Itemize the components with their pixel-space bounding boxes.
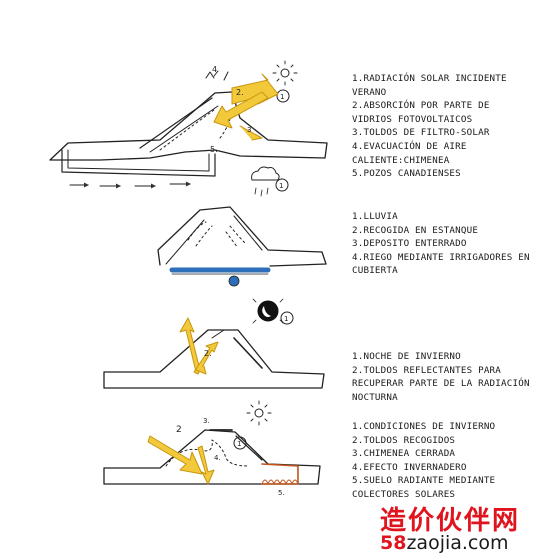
rain-label-1: 1 (279, 182, 283, 190)
summer-label-4: 4 (212, 65, 217, 74)
day-label-5: 5. (278, 489, 285, 497)
sun-icon (272, 60, 298, 86)
day-label-1: 1 (237, 440, 241, 448)
legend-line: 3.DEPOSITO ENTERRADO (352, 238, 467, 250)
legend-line: CUBIERTA (352, 265, 398, 277)
legend-line: CALIENTE:CHIMENEA (352, 154, 450, 166)
legend-line: 3.TOLDOS DE FILTRO-SOLAR (352, 127, 490, 139)
legend-line: 3.CHIMENEA CERRADA (352, 448, 456, 460)
legend-line: 1.LLUVIA (352, 211, 398, 222)
legend-summer: 1.RADIACIÓN SOLAR INCIDENTE VERANO 2.ABS… (352, 72, 507, 181)
legend-line: 2.ABSORCIÓN POR PARTE DE (352, 100, 490, 112)
summer-label-1: 1 (280, 93, 284, 101)
summer-label-5: 5. (210, 145, 218, 154)
panel-summer-sketch (49, 60, 328, 189)
moon-icon (252, 298, 284, 324)
legend-line: COLECTORES SOLARES (352, 488, 456, 500)
night-label-2: 2. (204, 349, 212, 358)
watermark-url-rest: zaojia.com (406, 532, 509, 554)
day-label-4: 4. (214, 454, 221, 462)
legend-rain: 1.LLUVIA 2.RECOGIDA EN ESTANQUE 3.DEPOSI… (352, 210, 530, 278)
legend-line: 2.TOLDOS REFLECTANTES PARA (352, 364, 502, 376)
panel-winter-day-sketch (103, 400, 321, 485)
panel-rain-sketch (157, 166, 327, 287)
legend-line: RECUPERAR PARTE DE LA RADIACIÓN (352, 378, 530, 390)
watermark-url: 58zaojia.com (380, 532, 509, 554)
legend-line: NOCTURNA (352, 391, 398, 403)
legend-line: VIDRIOS FOTOVOLTAICOS (352, 113, 473, 125)
legend-line: VERANO (352, 86, 387, 98)
night-label-1: 1 (284, 315, 288, 323)
sun-icon (246, 400, 272, 426)
legend-line: 4.EFECTO INVERNADERO (352, 461, 467, 473)
legend-line: 5.SUELO RADIANTE MEDIANTE (352, 475, 496, 487)
watermark-url-number: 58 (380, 532, 407, 554)
panel-winter-night-sketch (103, 298, 325, 389)
legend-line: 4.RIEGO MEDIANTE IRRIGADORES EN (352, 251, 530, 263)
legend-line: 1.RADIACIÓN SOLAR INCIDENTE (352, 73, 507, 84)
watermark-chinese: 造价伙伴网 (380, 506, 521, 536)
legend-line: 2.TOLDOS RECOGIDOS (352, 434, 456, 446)
summer-label-3: 3 (247, 126, 251, 134)
legend-line: 5.POZOS CANADIENSES (352, 168, 461, 180)
summer-label-2: 2. (236, 88, 244, 97)
legend-line: 1.CONDICIONES DE INVIERNO (352, 421, 496, 432)
day-label-3: 3. (203, 417, 210, 425)
legend-winter-night: 1.NOCHE DE INVIERNO 2.TOLDOS REFLECTANTE… (352, 350, 530, 404)
day-label-2: 2 (176, 425, 182, 435)
legend-line: 2.RECOGIDA EN ESTANQUE (352, 224, 479, 236)
cloud-icon (251, 166, 280, 181)
legend-line: 4.EVACUACIÓN DE AIRE (352, 140, 467, 152)
legend-winter-day: 1.CONDICIONES DE INVIERNO 2.TOLDOS RECOG… (352, 420, 495, 502)
legend-line: 1.NOCHE DE INVIERNO (352, 351, 461, 362)
